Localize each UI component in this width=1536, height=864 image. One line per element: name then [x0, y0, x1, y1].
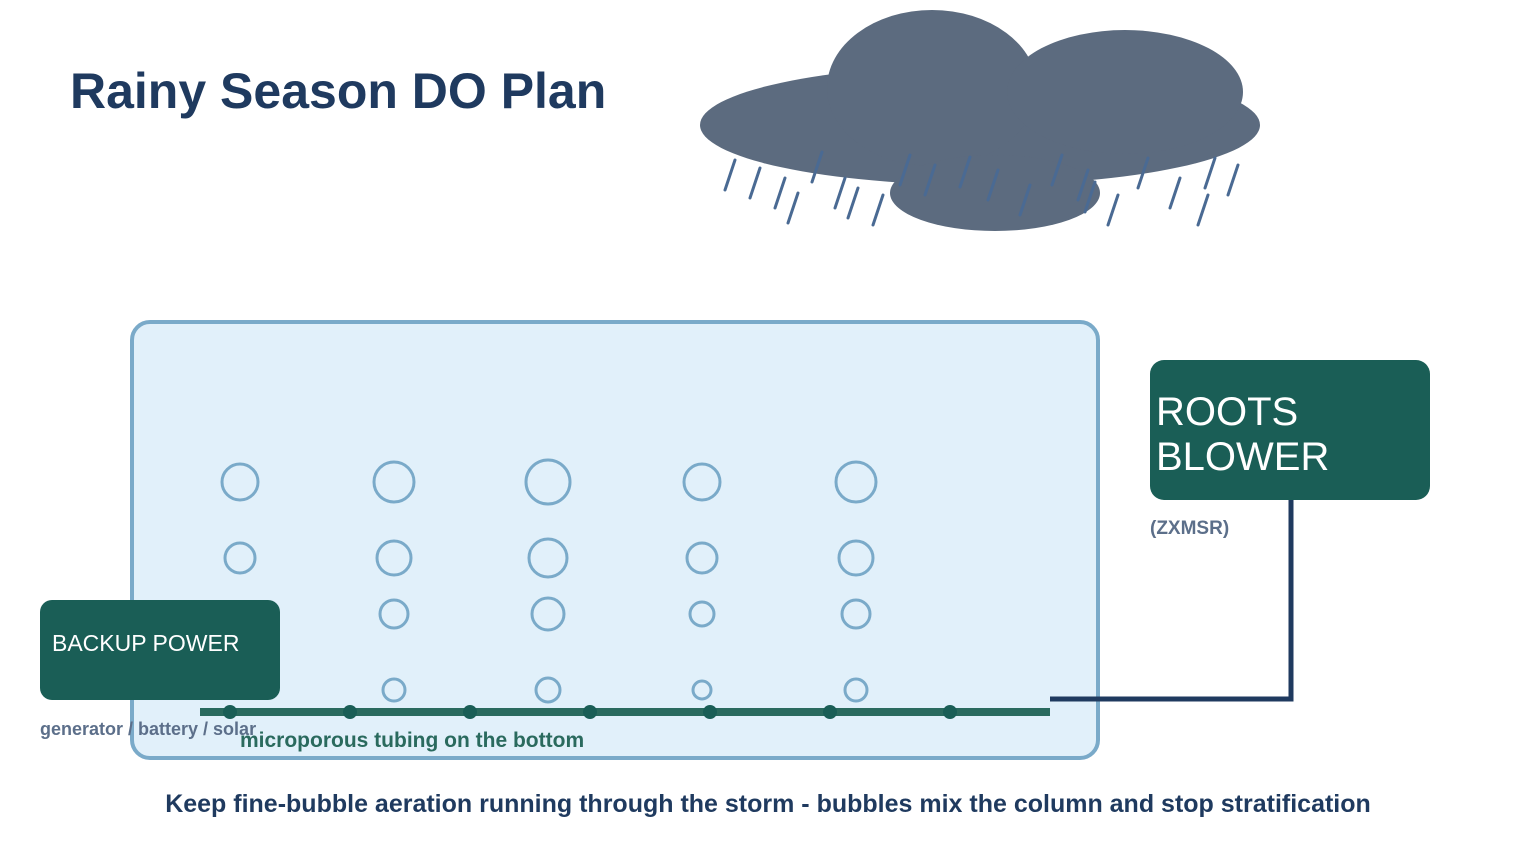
- roots-blower: ROOTS BLOWER: [1150, 360, 1430, 500]
- diffuser-point: [463, 705, 477, 719]
- air-bubble-icon: [220, 462, 260, 502]
- air-bubble-icon: [837, 539, 875, 577]
- rain-streak: [1083, 180, 1097, 214]
- rain-streak: [773, 176, 787, 210]
- rain-streak: [898, 153, 912, 187]
- bubbles: [220, 458, 878, 704]
- diffuser-point: [223, 705, 237, 719]
- rain-streak: [723, 158, 737, 192]
- air-bubble-icon: [530, 596, 566, 632]
- air-bubble-icon: [527, 537, 569, 579]
- rain-streak: [986, 168, 1000, 202]
- air-bubble-icon: [524, 458, 572, 506]
- diffuser-point: [343, 705, 357, 719]
- diffuser-point: [823, 705, 837, 719]
- rain-streak: [958, 155, 972, 189]
- tubing-label: microporous tubing on the bottom: [240, 729, 585, 752]
- rain-streak: [1226, 163, 1240, 197]
- air-pipe: [1050, 500, 1294, 702]
- rain-streak: [1136, 156, 1150, 190]
- pond-water: [130, 320, 1100, 760]
- air-bubble-icon: [843, 677, 869, 703]
- diffuser-point: [943, 705, 957, 719]
- air-bubble-icon: [378, 598, 410, 630]
- diffuser-point: [703, 705, 717, 719]
- rain-streak: [923, 163, 937, 197]
- caption: Keep fine-bubble aeration running throug…: [165, 790, 1371, 818]
- diffuser-point: [583, 705, 597, 719]
- backup-power-label: BACKUP POWER: [52, 630, 240, 656]
- air-bubble-icon: [534, 676, 562, 704]
- rain-streaks: [723, 150, 1240, 227]
- rain-streak: [833, 176, 847, 210]
- backup-power: BACKUP POWER: [40, 600, 280, 700]
- air-bubble-icon: [682, 462, 722, 502]
- backup-power-sources: generator / battery / solar: [40, 719, 257, 739]
- rain-streak: [1018, 183, 1032, 217]
- rain-streak: [846, 186, 860, 220]
- air-bubble-icon: [685, 541, 719, 575]
- rain-streak: [748, 166, 762, 200]
- air-bubble-icon: [375, 539, 413, 577]
- rain-streak: [1168, 176, 1182, 210]
- air-bubble-icon: [688, 600, 716, 628]
- rain-streak: [810, 150, 824, 184]
- air-bubble-icon: [834, 460, 878, 504]
- air-bubble-icon: [840, 598, 872, 630]
- rain-cloud-icon: [700, 10, 1260, 231]
- cloud-shape: [700, 10, 1260, 231]
- rain-streak: [1076, 168, 1090, 202]
- rain-streak: [1203, 156, 1217, 190]
- rain-streak: [871, 193, 885, 227]
- page-title: Rainy Season DO Plan: [70, 63, 607, 119]
- air-bubble-icon: [372, 460, 416, 504]
- rain-streak: [786, 191, 800, 225]
- rain-streak: [1106, 193, 1120, 227]
- rain-streak: [1050, 153, 1064, 187]
- air-bubble-icon: [691, 679, 713, 701]
- roots-blower-label: ROOTS BLOWER: [1156, 390, 1330, 479]
- blower-model: (ZXMSR): [1150, 518, 1230, 539]
- rain-streak: [1196, 193, 1210, 227]
- diffuser-points: [223, 705, 957, 719]
- air-bubble-icon: [223, 541, 257, 575]
- air-bubble-icon: [381, 677, 407, 703]
